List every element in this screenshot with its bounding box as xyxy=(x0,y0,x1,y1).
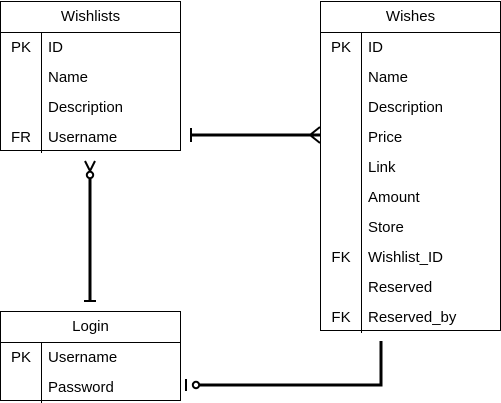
attribute-name: ID xyxy=(368,39,383,56)
entity-wishes-title: Wishes xyxy=(321,2,500,33)
crows-foot-many-marker xyxy=(84,160,96,174)
connector-line xyxy=(200,341,383,387)
attribute-row: Store xyxy=(321,213,500,243)
attribute-row: Name xyxy=(1,63,180,93)
key-label: PK xyxy=(10,349,31,366)
entity-wishlists-title: Wishlists xyxy=(1,2,180,33)
attribute-name: Description xyxy=(48,99,124,116)
attribute-row: Price xyxy=(321,123,500,153)
attribute-name: Username xyxy=(48,349,118,366)
attribute-row: PK Username xyxy=(1,343,180,373)
attribute-name: Name xyxy=(368,69,409,86)
attribute-row: FK Reserved_by xyxy=(321,303,500,333)
attribute-row: Description xyxy=(1,93,180,123)
attribute-name: Reserved xyxy=(368,279,433,296)
attribute-row: Link xyxy=(321,153,500,183)
attribute-name: Description xyxy=(368,99,444,116)
entity-wishes[interactable]: Wishes PK ID Name Description Price Link… xyxy=(320,1,501,333)
key-label: FR xyxy=(11,129,31,146)
attribute-name: Name xyxy=(48,69,89,86)
key-label: PK xyxy=(330,39,351,56)
attribute-row: PK ID xyxy=(1,33,180,63)
relationship-login-wishlists[interactable] xyxy=(84,160,96,302)
attribute-row: Password xyxy=(1,373,180,403)
crows-foot-many-marker xyxy=(308,126,321,144)
attribute-name: Store xyxy=(368,219,404,236)
entity-wishes-rows: PK ID Name Description Price Link Amount… xyxy=(321,33,500,333)
key-label: PK xyxy=(10,39,31,56)
entity-login[interactable]: Login PK Username Password xyxy=(0,311,181,403)
key-column-divider xyxy=(1,33,42,153)
attribute-row: FK Wishlist_ID xyxy=(321,243,500,273)
key-label: FK xyxy=(331,249,351,266)
attribute-name: Wishlist_ID xyxy=(368,249,444,266)
attribute-row: Amount xyxy=(321,183,500,213)
zero-marker xyxy=(85,170,95,180)
key-column-divider xyxy=(321,33,362,333)
zero-marker xyxy=(191,380,201,390)
attribute-name: ID xyxy=(48,39,63,56)
attribute-row: Description xyxy=(321,93,500,123)
entity-login-rows: PK Username Password xyxy=(1,343,180,403)
entity-wishlists-rows: PK ID Name Description FR Username xyxy=(1,33,180,153)
key-column-divider xyxy=(1,343,42,403)
attribute-name: Amount xyxy=(368,189,420,206)
entity-wishlists[interactable]: Wishlists PK ID Name Description FR User… xyxy=(0,1,181,153)
attribute-name: Reserved_by xyxy=(368,309,457,326)
attribute-name: Password xyxy=(48,379,114,396)
relationship-login-wishes[interactable] xyxy=(185,341,383,391)
attribute-name: Link xyxy=(368,159,396,176)
attribute-name: Price xyxy=(368,129,403,146)
attribute-row: Name xyxy=(321,63,500,93)
attribute-row: PK ID xyxy=(321,33,500,63)
attribute-row: Reserved xyxy=(321,273,500,303)
attribute-name: Username xyxy=(48,129,118,146)
relationship-wishlists-wishes[interactable] xyxy=(190,126,321,144)
entity-login-title: Login xyxy=(1,312,180,343)
key-label: FK xyxy=(331,309,351,326)
attribute-row: FR Username xyxy=(1,123,180,153)
